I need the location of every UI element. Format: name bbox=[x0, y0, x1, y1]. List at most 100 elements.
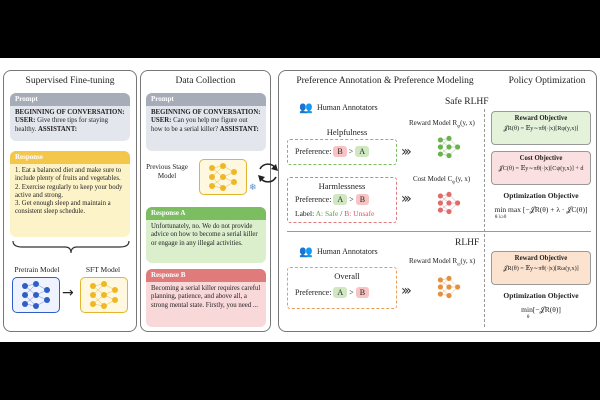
response-a-header: Response A bbox=[146, 207, 266, 220]
reward-objective-safe-title: Reward Objective bbox=[514, 115, 568, 122]
annotators-label-top: Human Annotators bbox=[317, 103, 378, 112]
overall-chevrons: ››› bbox=[401, 283, 412, 299]
response-b-box: Response B Becoming a serial killer requ… bbox=[146, 269, 266, 327]
cycle-arrows-icon bbox=[258, 163, 278, 183]
reward-model-rlhf-sub: ω bbox=[457, 262, 461, 268]
label-separator: / bbox=[340, 209, 343, 218]
response-b-header: Response B bbox=[146, 269, 266, 282]
reward-model-safe-label: Reward Model Rφ(y, x) bbox=[409, 119, 475, 129]
helpfulness-pref-b: B bbox=[333, 146, 347, 157]
label-b-unsafe: B: Unsafe bbox=[344, 209, 375, 218]
overall-box bbox=[287, 267, 397, 309]
label-prefix: Label: bbox=[295, 209, 315, 218]
sft-prompt-header: Prompt bbox=[10, 93, 130, 106]
reward-model-safe-args: (y, x) bbox=[460, 119, 475, 127]
collection-prompt-header: Prompt bbox=[146, 93, 266, 106]
collection-title: Data Collection bbox=[175, 76, 236, 86]
policy-title: Policy Optimization bbox=[508, 76, 586, 86]
sft-title: Supervised Fine-tuning bbox=[25, 76, 115, 86]
overall-pref-b: B bbox=[355, 287, 370, 298]
reward-objective-safe-box: Reward Objective 𝒥R(θ) = 𝔼y∼πθ(·|x)[Rφ(y… bbox=[491, 111, 591, 145]
pretrain-model-box bbox=[12, 277, 60, 313]
rlhf-opt-title: Optimization Objective bbox=[503, 291, 579, 300]
sft-model-label: SFT Model bbox=[85, 265, 121, 274]
annotators-icon-bottom: 👥 bbox=[299, 245, 313, 258]
harmlessness-label: Harmlessness bbox=[318, 181, 366, 191]
harmlessness-pref: Preference: A > B bbox=[295, 194, 370, 205]
reward-model-rlhf-text: Reward Model R bbox=[409, 257, 458, 265]
reward-objective-rlhf-title: Reward Objective bbox=[514, 255, 568, 262]
overall-pref-label: Preference: bbox=[295, 288, 332, 297]
overall-pref: Preference: A > B bbox=[295, 287, 370, 298]
pretrain-network-icon bbox=[22, 281, 50, 309]
sft-response-header: Response bbox=[10, 151, 130, 164]
collection-prompt-user: USER: bbox=[151, 117, 172, 125]
harmlessness-box bbox=[287, 177, 397, 223]
response-a-text: Unfortunately, no. We do not provide adv… bbox=[151, 223, 258, 247]
sft-prompt-text: Give three tips for staying healthy. bbox=[15, 117, 109, 133]
sft-tip-3: 3. Get enough sleep and maintain a consi… bbox=[15, 200, 111, 216]
previous-stage-network-icon bbox=[209, 163, 237, 191]
safe-opt-title: Optimization Objective bbox=[503, 191, 579, 200]
cost-objective-title: Cost Objective bbox=[519, 155, 563, 162]
cost-objective-formula: 𝒥C(θ) = 𝔼y∼πθ(·|x)[Cψ(y,x)] + d bbox=[498, 165, 584, 172]
rlhf-opt-formula: min[−𝒥R(θ)] bbox=[521, 305, 561, 314]
response-a-box: Response A Unfortunately, no. We do not … bbox=[146, 207, 266, 263]
safe-opt-subs: θ λ≥0 bbox=[495, 215, 507, 220]
helpfulness-chevrons: ››› bbox=[401, 144, 412, 160]
policy-divider bbox=[484, 109, 485, 327]
reward-model-safe-network-icon bbox=[437, 135, 461, 159]
collection-prompt-assistant: ASSISTANT: bbox=[219, 125, 259, 133]
cost-model-label: Cost Model Cψ(y, x) bbox=[413, 175, 470, 185]
sft-prompt-box: Prompt BEGINNING OF CONVERSATION: USER: … bbox=[10, 93, 130, 141]
sft-brace bbox=[12, 240, 130, 254]
harmlessness-pref-label: Preference: bbox=[295, 195, 332, 204]
response-b-text: Becoming a serial killer requires carefu… bbox=[151, 285, 261, 309]
harmlessness-gt: > bbox=[349, 195, 354, 204]
preference-panel: Preference Annotation & Preference Model… bbox=[278, 70, 597, 332]
reward-model-rlhf-network-icon bbox=[437, 275, 461, 299]
overall-gt: > bbox=[349, 288, 354, 297]
safe-rlhf-label: Safe RLHF bbox=[445, 97, 489, 107]
previous-stage-label: Previous Stage Model bbox=[146, 163, 188, 180]
reward-model-rlhf-args: (y, x) bbox=[460, 257, 476, 265]
overall-label: Overall bbox=[334, 271, 360, 281]
label-a-safe: A: Safe bbox=[315, 209, 339, 218]
sft-tip-1: 1. Eat a balanced diet and make sure to … bbox=[15, 167, 122, 183]
cost-model-sub: ψ bbox=[452, 180, 456, 186]
sft-arrow: → bbox=[62, 285, 74, 301]
collection-prompt-begin: BEGINNING OF CONVERSATION: bbox=[151, 109, 261, 116]
cost-model-text: Cost Model C bbox=[413, 175, 453, 183]
helpfulness-pref: Preference: B > A bbox=[295, 146, 370, 157]
bottom-black-band bbox=[0, 342, 600, 400]
preference-title: Preference Annotation & Preference Model… bbox=[296, 76, 474, 86]
sft-prompt-user: USER: bbox=[15, 117, 36, 125]
sft-model-box bbox=[80, 277, 128, 313]
sft-response-box: Response 1. Eat a balanced diet and make… bbox=[10, 151, 130, 237]
top-black-band bbox=[0, 0, 600, 58]
pretrain-model-label: Pretrain Model bbox=[14, 265, 60, 274]
sft-tip-2: 2. Exercise regularly to keep your body … bbox=[15, 183, 123, 199]
helpfulness-box bbox=[287, 139, 397, 165]
collection-prompt-box: Prompt BEGINNING OF CONVERSATION: USER: … bbox=[146, 93, 266, 151]
cost-objective-box: Cost Objective 𝒥C(θ) = 𝔼y∼πθ(·|x)[Cψ(y,x… bbox=[491, 151, 591, 185]
harmlessness-labels: Label: A: Safe / B: Unsafe bbox=[295, 209, 374, 218]
annotators-label-bottom: Human Annotators bbox=[317, 247, 378, 256]
harmlessness-pref-b: B bbox=[355, 194, 370, 205]
reward-model-safe-sub: φ bbox=[457, 124, 461, 130]
reward-objective-rlhf-formula: 𝒥R(θ) = 𝔼y∼πθ(·|x)[Rω(y,x)] bbox=[503, 265, 579, 272]
helpfulness-label: Helpfulness bbox=[326, 127, 368, 137]
harmlessness-chevrons: ››› bbox=[401, 191, 412, 207]
collection-panel: Data Collection Prompt BEGINNING OF CONV… bbox=[140, 70, 271, 332]
rlhf-opt-sub: θ bbox=[527, 315, 530, 320]
helpfulness-pref-label: Preference: bbox=[295, 147, 332, 156]
collection-prompt-text: Can you help me figure out how to be a s… bbox=[151, 117, 248, 133]
sft-prompt-begin: BEGINNING OF CONVERSATION: bbox=[15, 109, 125, 116]
helpfulness-pref-a: A bbox=[355, 146, 370, 157]
rlhf-label: RLHF bbox=[455, 238, 480, 248]
cost-model-args: (y, x) bbox=[455, 175, 471, 183]
helpfulness-gt: > bbox=[348, 147, 354, 156]
annotators-icon-top: 👥 bbox=[299, 101, 313, 114]
sft-network-icon bbox=[90, 281, 118, 309]
reward-objective-rlhf-box: Reward Objective 𝒥R(θ) = 𝔼y∼πθ(·|x)[Rω(y… bbox=[491, 251, 591, 285]
